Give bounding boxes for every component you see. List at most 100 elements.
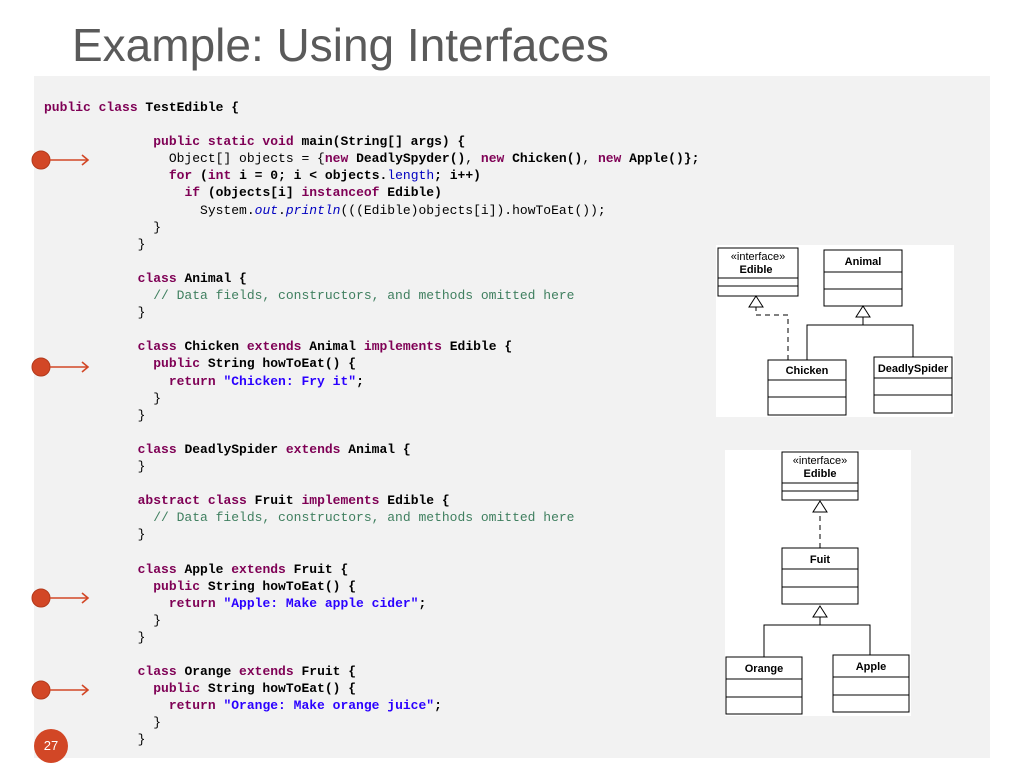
code-line: } — [44, 714, 699, 731]
code-line: abstract class Fruit implements Edible { — [44, 492, 699, 509]
edible-name: Edible — [803, 468, 836, 480]
page-number-badge: 27 — [34, 729, 68, 763]
code-token: new — [324, 151, 357, 167]
code-token: length — [387, 168, 435, 184]
animal-name: Animal — [845, 256, 882, 268]
code-line: } — [44, 304, 699, 321]
code-token — [44, 664, 138, 679]
code-token: TestEdible { — [145, 100, 240, 115]
code-token: } — [44, 407, 146, 423]
code-listing: public class TestEdible { public static … — [44, 99, 699, 749]
code-line — [44, 424, 699, 441]
code-line — [44, 321, 699, 338]
uml-class-edible: «interface» Edible — [717, 247, 799, 297]
code-token — [44, 185, 184, 200]
code-token: Animal { — [184, 270, 247, 286]
uml-class-orange: Orange — [725, 656, 803, 715]
code-line — [44, 475, 699, 492]
code-line: class Chicken extends Animal implements … — [44, 338, 699, 355]
code-token: class — [137, 339, 185, 355]
code-token: // Data fields, constructors, and method… — [153, 510, 575, 526]
code-line: } — [44, 407, 699, 424]
code-token: out — [254, 202, 279, 218]
code-token: extends — [231, 561, 294, 577]
code-token: implements — [363, 339, 450, 355]
code-line: class Animal { — [44, 270, 699, 287]
code-token: ; — [434, 698, 442, 714]
uml-class-edible: «interface» Edible — [781, 451, 859, 501]
code-token: (objects[i] — [207, 185, 302, 201]
code-token: ( — [200, 168, 208, 184]
arrow-marker-icon — [31, 357, 90, 377]
arrow-marker-icon — [31, 150, 90, 170]
uml-class-apple: Apple — [832, 654, 910, 713]
code-line: System.out.println(((Edible)objects[i]).… — [44, 202, 699, 219]
code-token: public static void — [153, 134, 302, 150]
code-token: class — [137, 561, 185, 577]
fruit-name: Fuit — [810, 554, 830, 566]
code-token: } — [44, 390, 162, 406]
code-token: Edible) — [387, 185, 442, 201]
orange-name: Orange — [745, 663, 784, 675]
code-token: "Chicken: Fry it" — [223, 373, 357, 389]
code-token — [44, 134, 153, 149]
code-token: class — [137, 664, 185, 680]
code-token: Animal { — [348, 441, 411, 457]
code-token: if — [184, 185, 208, 201]
code-line: public static void main(String[] args) { — [44, 133, 699, 150]
code-token: extends — [285, 441, 349, 457]
uml-class-chicken: Chicken — [767, 359, 847, 416]
code-token: public — [153, 681, 208, 697]
code-token: for — [168, 168, 201, 184]
code-token: Fruit — [254, 493, 302, 509]
code-token: Apple()}; — [629, 151, 700, 167]
code-line: if (objects[i] instanceof Edible) — [44, 184, 699, 201]
code-token: } — [44, 629, 146, 645]
code-token: (((Edible)objects[i]).howToEat()); — [340, 202, 606, 218]
code-line — [44, 543, 699, 560]
code-line: } — [44, 219, 699, 236]
code-token: Chicken() — [512, 151, 583, 167]
code-token: } — [44, 715, 162, 731]
code-line: for (int i = 0; i < objects.length; i++) — [44, 167, 699, 184]
code-line: } — [44, 236, 699, 253]
edible-stereotype: «interface» — [731, 251, 785, 263]
code-token: } — [44, 236, 146, 252]
code-line: } — [44, 612, 699, 629]
code-line: } — [44, 731, 699, 748]
code-token — [44, 510, 153, 525]
code-token: String howToEat() { — [207, 681, 357, 697]
code-token: Apple — [184, 561, 232, 577]
code-token: new — [480, 151, 513, 167]
code-line: public String howToEat() { — [44, 680, 699, 697]
arrow-marker-icon — [31, 588, 90, 608]
code-token: ; i++) — [434, 168, 481, 184]
code-token: new — [597, 151, 630, 167]
code-token: return — [168, 373, 224, 389]
code-line: } — [44, 390, 699, 407]
code-token: "Orange: Make orange juice" — [223, 698, 435, 714]
code-token — [44, 562, 138, 577]
code-token: } — [44, 612, 162, 628]
code-line: public String howToEat() { — [44, 355, 699, 372]
code-token: } — [44, 305, 146, 321]
code-token: System. — [44, 202, 255, 218]
code-token: Edible { — [387, 493, 450, 509]
code-token: ; — [418, 595, 427, 611]
code-token: , — [582, 151, 598, 167]
code-token: implements — [301, 493, 388, 509]
code-token: , — [465, 151, 481, 167]
code-token: class — [137, 441, 185, 457]
code-token: abstract class — [137, 493, 255, 509]
fruit-class-diagram: «interface» Edible Fuit Orange Apple — [725, 450, 911, 716]
code-token: class — [137, 270, 185, 286]
code-token: extends — [246, 339, 310, 355]
code-line: class DeadlySpider extends Animal { — [44, 441, 699, 458]
code-token: // Data fields, constructors, and method… — [153, 288, 575, 304]
code-line — [44, 253, 699, 270]
code-token: } — [44, 732, 146, 748]
uml-class-animal: Animal — [823, 249, 903, 307]
code-token: Object[] objects = { — [44, 151, 325, 167]
animal-class-diagram: «interface» Edible Animal Chicken Deadly… — [716, 245, 954, 417]
code-token: Chicken — [184, 339, 247, 355]
